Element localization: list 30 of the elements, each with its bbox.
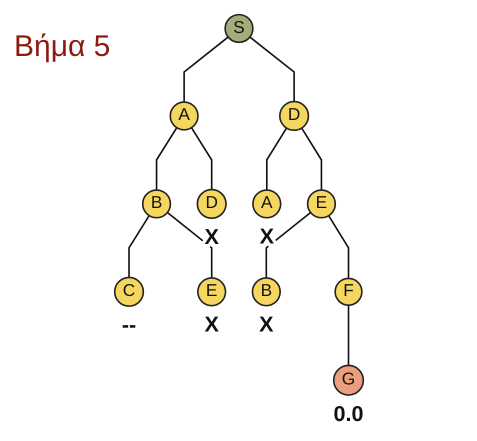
tree-edge [300,127,322,190]
node-annotation: 0.0 [333,400,363,426]
tree-node-circle: S [224,13,254,43]
node-annotation: X [204,224,218,249]
tree-node-circle: D [278,100,309,131]
tree-edge [190,126,212,190]
tree-edge [182,36,228,102]
tree-edge [347,304,349,365]
node-label: C [122,282,135,300]
node-annotation: X [259,223,274,248]
tree-edge [265,127,287,190]
node-label: B [260,282,272,300]
node-label: A [260,194,272,212]
tree-node-circle: A [168,100,198,130]
node-label: D [204,194,218,212]
tree-edge [128,214,150,277]
node-annotation: X [258,311,273,336]
tree-node-circle: F [334,277,362,306]
tree-edge [328,214,349,278]
tree-edge [166,211,212,278]
tree-node-circle: E [306,188,336,218]
tree-edge [248,36,294,102]
tree-edge [265,211,311,278]
tree-edge [155,126,177,190]
title: Βήμα 5 [14,30,110,64]
node-label: E [205,282,217,300]
node-annotation: -- [121,312,136,336]
node-annotation: X [204,311,218,336]
node-label: G [341,370,355,388]
tree-node-circle: B [141,188,171,218]
